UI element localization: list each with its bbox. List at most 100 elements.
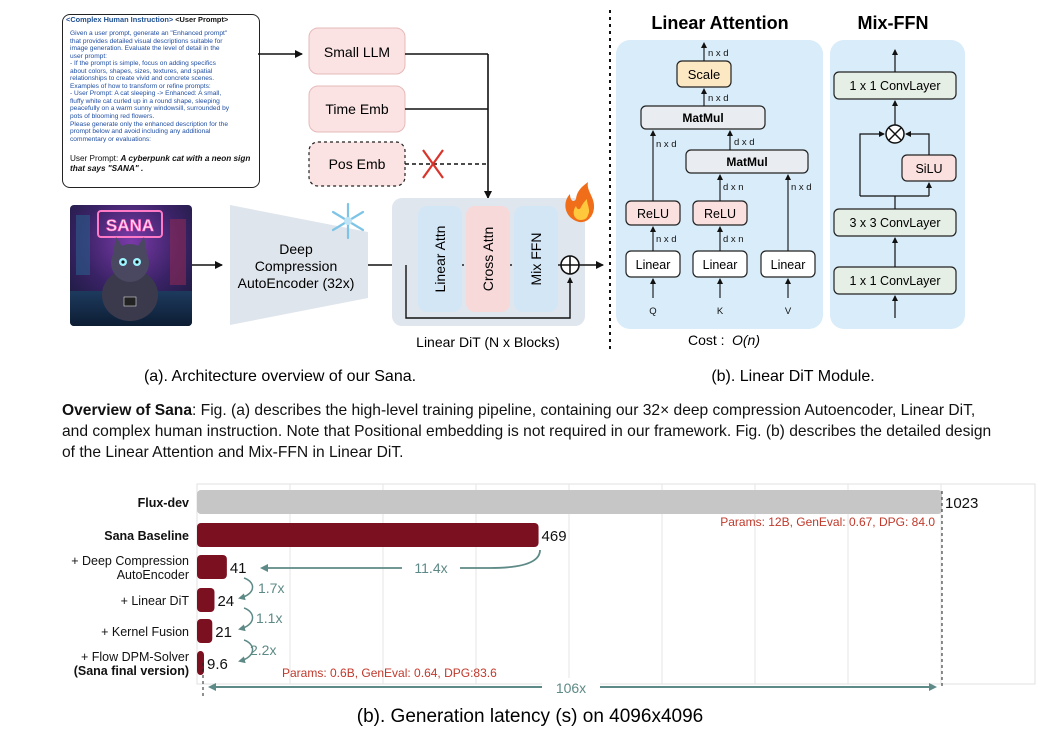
pos-emb-box — [308, 141, 406, 187]
prompt-line: image generation. Evaluate the level of … — [70, 45, 220, 53]
bar-sana-2 — [197, 555, 227, 579]
linear-q-label: Linear — [636, 258, 671, 272]
dim-scale-in: n x d — [708, 93, 729, 104]
relu-k-label: ReLU — [704, 207, 736, 221]
speedup-label: 2.2x — [250, 642, 276, 658]
prompt-line: Please generate only the enhanced descri… — [70, 120, 228, 128]
category-label: Sana Baseline — [104, 529, 189, 543]
mix-ffn-title: Mix-FFN — [858, 13, 929, 33]
relu-q-label: ReLU — [637, 207, 669, 221]
prompt-line: that provides detailed visual descriptio… — [70, 37, 223, 45]
speedup-label: 11.4x — [414, 560, 447, 576]
dim-q-relu-out: n x d — [656, 139, 677, 150]
matmul-right-box — [685, 149, 809, 174]
prompt-line: relationships to create vivid and concre… — [70, 75, 215, 83]
linear-v-label: Linear — [771, 258, 806, 272]
speedup-label-bg — [402, 559, 460, 577]
linear-attention-title: Linear Attention — [651, 13, 788, 33]
sana-cat-image: SANA — [70, 205, 192, 326]
time-emb-label: Time Emb — [325, 101, 388, 117]
speedup-arrow — [238, 577, 254, 601]
matmul-right-label: MatMul — [726, 155, 767, 169]
value-label: 41 — [230, 560, 247, 577]
cost-value: O(n) — [732, 332, 760, 348]
linear-dit-label: Linear DiT (N x Blocks) — [416, 334, 560, 350]
user-prompt-text: A cyberpunk cat with a neon sign that sa… — [70, 154, 251, 173]
value-label: 21 — [215, 624, 232, 641]
scale-label: Scale — [688, 67, 721, 82]
prompt-line: commentary or evaluations: — [70, 135, 151, 143]
total-speedup-bg — [542, 678, 600, 696]
fire-icon — [565, 182, 595, 223]
mix-ffn-label: Mix FFN — [528, 233, 544, 286]
overview-title: Overview of Sana — [62, 402, 193, 419]
bar-sana-4 — [197, 619, 213, 643]
overview-text: : Fig. (a) describes the high-level trai… — [62, 402, 992, 461]
prompt-header-sub: <User Prompt> — [173, 15, 229, 24]
prompt-line: about colors, shapes, sizes, textures, a… — [70, 67, 213, 75]
pos-emb-label: Pos Emb — [329, 156, 386, 172]
matmul-top-box — [640, 105, 766, 130]
value-label: 24 — [217, 593, 234, 610]
total-speedup-label: 106x — [556, 680, 586, 696]
dim-v-out: n x d — [791, 182, 812, 193]
chart-title: (b). Generation latency (s) on 4096x4096 — [357, 706, 703, 727]
prompt-line: pots of blooming red flowers. — [70, 113, 155, 121]
prompt-line: user prompt: — [70, 52, 108, 60]
user-prompt-label: User Prompt: — [70, 154, 121, 163]
encoder-line3: AutoEncoder (32x) — [238, 275, 355, 291]
bar-sana-1 — [197, 523, 539, 547]
conv1x1-bottom-label: 1 x 1 ConvLayer — [849, 274, 940, 288]
conv1x1-top-label: 1 x 1 ConvLayer — [849, 79, 940, 93]
category-label: + Kernel Fusion — [101, 625, 189, 639]
dim-q-linear-out: n x d — [656, 234, 677, 245]
prompt-header-title: <Complex Human Instruction> — [66, 15, 174, 24]
category-label: AutoEncoder — [117, 568, 189, 582]
multiply-icon — [885, 124, 905, 144]
prompt-header: <Complex Human Instruction> <User Prompt… — [66, 15, 228, 24]
prompt-line: Given a user prompt, generate an "Enhanc… — [70, 30, 228, 37]
bar-flux-dev — [197, 490, 942, 514]
dim-k-linear-out: d x n — [723, 234, 744, 245]
matmul-top-label: MatMul — [682, 111, 723, 125]
dim-k-relu-out: d x n — [723, 182, 744, 193]
prompt-line: fluffy white cat curled up in a round sh… — [70, 97, 220, 105]
category-label: + Flow DPM-Solver — [81, 650, 189, 664]
user-prompt: User Prompt: A cyberpunk cat with a neon… — [70, 154, 256, 174]
input-q: Q — [649, 306, 656, 317]
prompt-line: - User Prompt: A cat sleeping -> Enhance… — [70, 90, 222, 98]
value-label: 1023 — [945, 495, 978, 512]
speedup-arrow — [260, 549, 541, 572]
linear-k-label: Linear — [703, 258, 738, 272]
speedup-arrow — [238, 639, 254, 664]
dim-out: n x d — [708, 48, 729, 59]
neon-sign-text: SANA — [106, 216, 154, 235]
overview-paragraph: Overview of Sana: Fig. (a) describes the… — [62, 400, 1002, 463]
silu-label: SiLU — [915, 162, 942, 176]
prompt-line: peacefully on a warm sunny windowsill, s… — [70, 105, 230, 113]
input-v: V — [785, 306, 792, 317]
snowflake-icon — [331, 202, 365, 240]
linear-attn-label: Linear Attn — [432, 226, 448, 293]
input-k: K — [717, 306, 724, 317]
speedup-label: 1.1x — [256, 610, 282, 626]
cross-attn-label: Cross Attn — [480, 227, 496, 292]
module-caption: (b). Linear DiT Module. — [711, 368, 874, 385]
autoencoder-trapezoid — [230, 205, 368, 325]
cost-label: Cost : — [688, 332, 725, 348]
cross-attn-block — [466, 206, 510, 312]
mix-ffn-block — [514, 206, 558, 312]
sana-params-note: Params: 0.6B, GenEval: 0.64, DPG:83.6 — [282, 666, 497, 680]
not-required-cross-icon — [422, 149, 444, 179]
encoder-line2: Compression — [255, 258, 337, 274]
small-llm-box — [308, 27, 406, 75]
dim-kv: d x d — [734, 137, 755, 148]
architecture-caption: (a). Architecture overview of our Sana. — [144, 368, 416, 385]
flux-params-note: Params: 12B, GenEval: 0.67, DPG: 84.0 — [720, 515, 935, 529]
conv3x3-label: 3 x 3 ConvLayer — [849, 216, 940, 230]
bar-sana-3 — [197, 588, 215, 612]
category-label: + Linear DiT — [121, 594, 190, 608]
